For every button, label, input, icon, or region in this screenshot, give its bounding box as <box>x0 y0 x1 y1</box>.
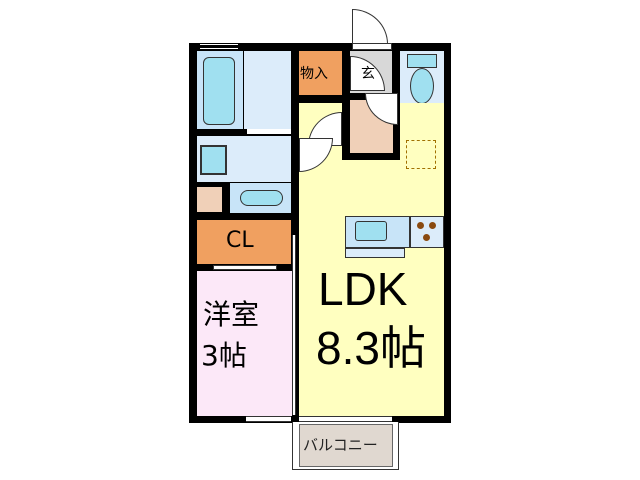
burner-icon <box>429 222 436 229</box>
storage-label: 物入 <box>300 66 328 82</box>
front-door-frame <box>352 43 392 50</box>
stove <box>410 216 444 248</box>
washbasin <box>200 145 227 175</box>
burner-icon <box>423 234 430 241</box>
ceiling-hatch <box>406 140 436 169</box>
bath-window <box>200 44 238 49</box>
western-room-size: 3帖 <box>201 339 247 372</box>
ldk-size: 8.3帖 <box>316 322 426 374</box>
closet-doors <box>213 265 277 270</box>
toilet-tank <box>407 54 437 68</box>
washroom-door-opening <box>247 129 291 134</box>
entrance-label: 玄 <box>361 66 375 82</box>
toilet-bowl <box>410 68 434 104</box>
balcony-label: バルコニー <box>303 436 378 454</box>
closet-label: CL <box>226 228 254 253</box>
counter-lower <box>345 248 405 258</box>
closet <box>197 220 291 264</box>
window-western-room <box>246 416 291 422</box>
burner-icon <box>417 222 424 229</box>
front-door <box>352 9 388 44</box>
window-ldk <box>299 416 392 422</box>
kitchen-sink <box>355 221 387 241</box>
sliding-partition <box>292 235 296 415</box>
washing-machine-pan <box>240 190 283 206</box>
wash-area <box>244 51 291 129</box>
western-room <box>197 271 292 416</box>
bathtub <box>203 57 235 125</box>
western-room-name: 洋室 <box>203 298 260 331</box>
ldk-name: LDK <box>318 263 408 315</box>
storage <box>299 51 342 95</box>
balcony-floor <box>299 424 393 467</box>
small-cabinet <box>197 187 222 212</box>
